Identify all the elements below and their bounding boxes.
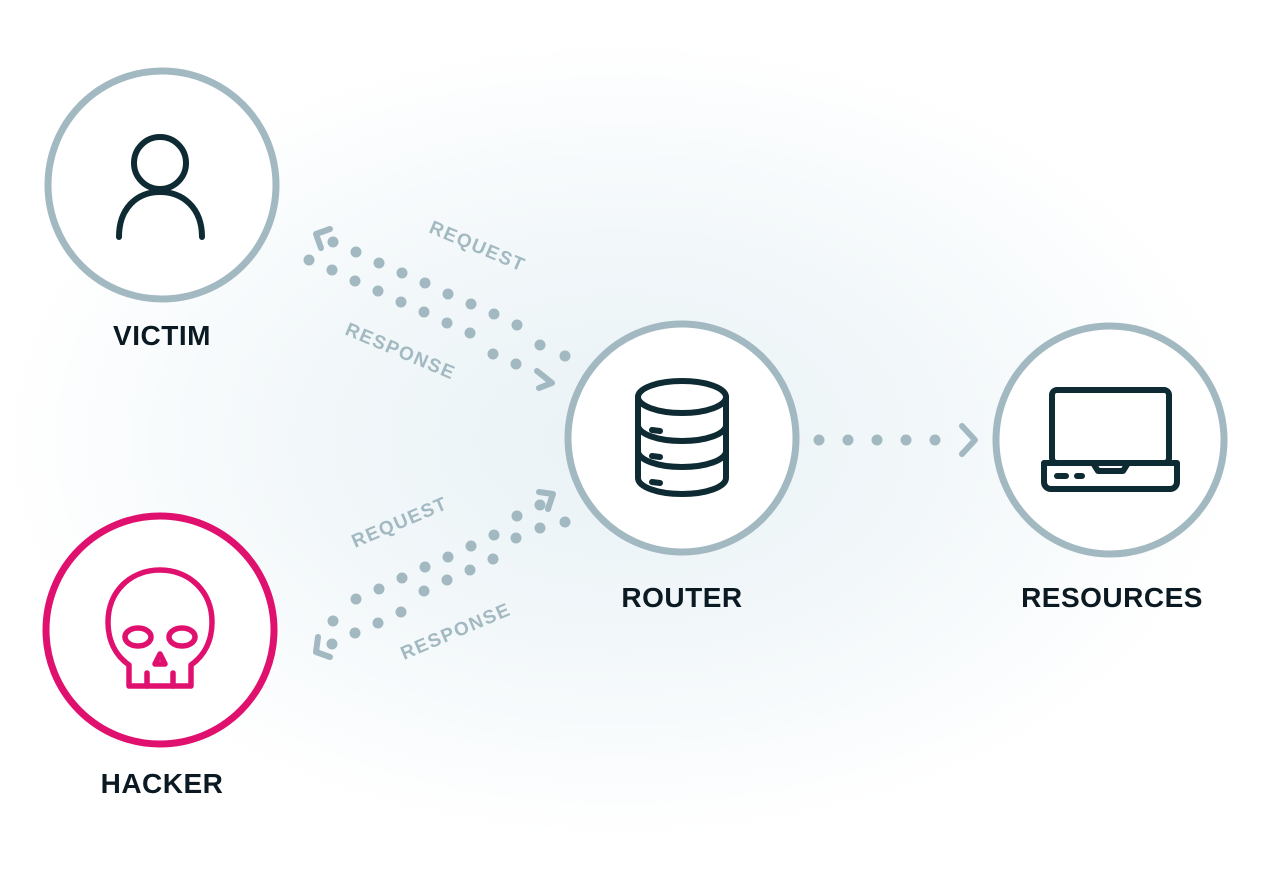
- node-victim: [44, 67, 280, 303]
- victim-ring: [44, 67, 280, 303]
- edge-hacker-request: [327, 499, 546, 627]
- node-label-resources: RESOURCES: [1021, 582, 1203, 613]
- edge-router-resources: [813, 434, 941, 446]
- edge-hacker-response: [326, 516, 571, 650]
- node-label-router: ROUTER: [621, 582, 742, 613]
- edge-label-hacker-request: REQUEST: [349, 493, 451, 552]
- laptop-icon: [1041, 387, 1180, 492]
- edge-victim-request: [327, 236, 571, 362]
- arrowhead-router-resources: [959, 423, 978, 457]
- node-resources: [992, 322, 1228, 558]
- edge-label-hacker-response: RESPONSE: [398, 599, 514, 664]
- node-label-hacker: HACKER: [101, 768, 224, 799]
- arrowhead-hacker-response: [313, 634, 333, 660]
- hacker-ring: [42, 512, 278, 748]
- arrowhead-hacker-request: [536, 489, 556, 512]
- resources-ring: [992, 322, 1228, 558]
- skull-icon: [105, 567, 215, 689]
- node-hacker: [42, 512, 278, 748]
- edge-victim-response: [303, 254, 522, 370]
- arrowhead-victim-response: [534, 368, 555, 391]
- user-icon: [116, 134, 205, 240]
- node-label-victim: VICTIM: [113, 320, 211, 351]
- edge-label-victim-request: REQUEST: [426, 217, 528, 276]
- edge-label-victim-response: RESPONSE: [342, 319, 458, 384]
- arrowhead-victim-request: [313, 226, 333, 251]
- database-icon: [635, 378, 729, 498]
- node-router: [564, 320, 800, 556]
